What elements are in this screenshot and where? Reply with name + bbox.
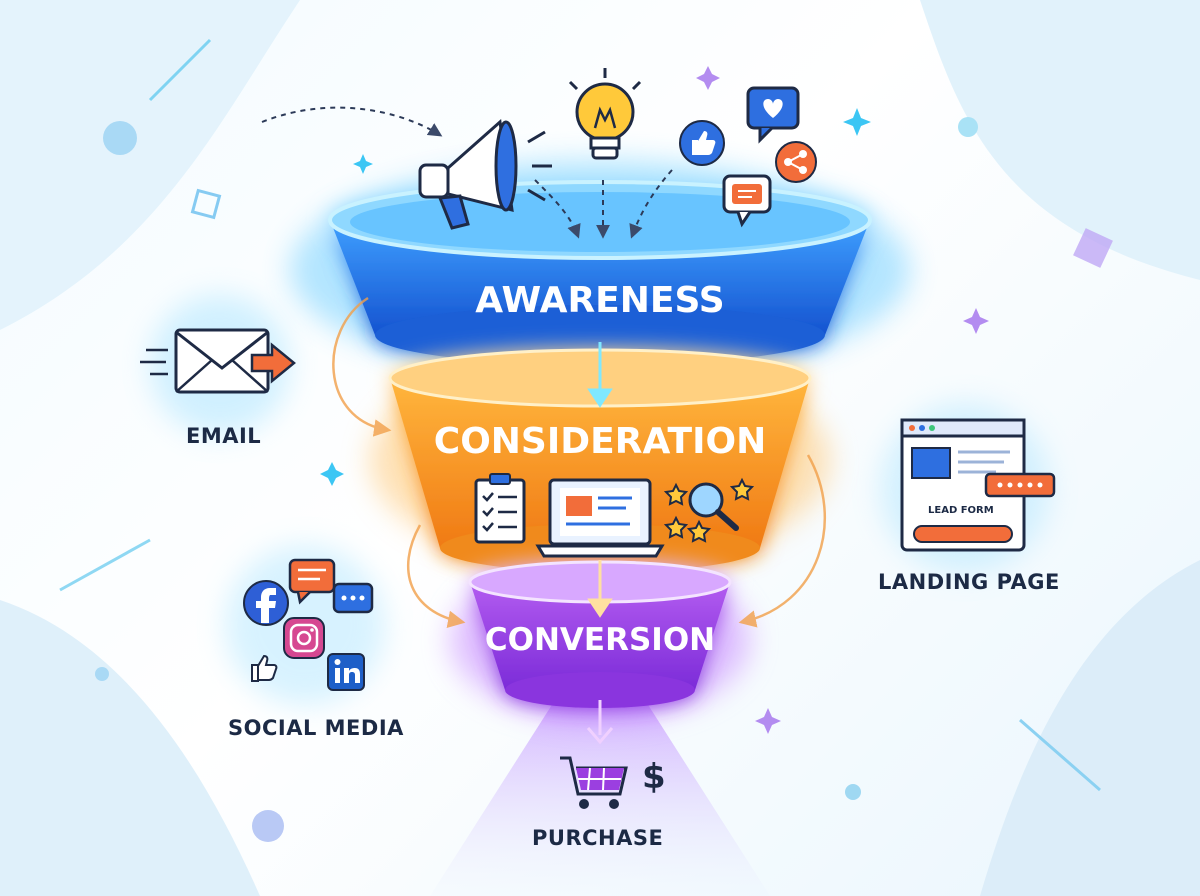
lead-form-label: LEAD FORM [928,505,994,516]
stage-label-awareness: AWARENESS [475,280,725,321]
dollar-icon: $ [642,757,666,797]
stage-conversion [468,560,732,708]
channel-label-email: EMAIL [186,424,262,448]
stage-label-consideration: CONSIDERATION [433,421,767,462]
chat-icon [722,174,772,228]
chat-orange-icon [288,558,336,605]
flow-arrows [586,342,614,745]
magnifier-icon [688,482,739,531]
svg-text:$: $ [642,757,666,797]
cart-icon [560,756,628,809]
share-icon [775,141,817,183]
social-icons [225,545,385,705]
linkedin-icon [327,653,365,691]
facebook-icon [243,580,289,626]
channel-label-social: SOCIAL MEDIA [228,716,404,740]
stage-label-conversion: CONVERSION [484,622,716,658]
envelope-icon [140,295,296,435]
like-small-icon [251,654,278,682]
lightbulb-icon [568,68,642,160]
laptop-icon [535,478,665,558]
star-icon [663,477,755,543]
megaphone-icon [418,119,552,230]
heart-chat-icon [746,86,800,144]
checklist-icon [474,473,526,544]
like-icon [679,120,725,166]
inflow-arrows [261,106,673,239]
side-arrows [332,296,827,628]
instagram-icon [283,617,325,659]
stage-awareness [328,180,872,365]
channel-label-landing: LANDING PAGE [878,570,1060,594]
browser-icon [880,403,1056,573]
chat-dots-icon [332,582,374,614]
purchase-beam [430,700,770,896]
outcome-label-purchase: PURCHASE [532,826,664,850]
